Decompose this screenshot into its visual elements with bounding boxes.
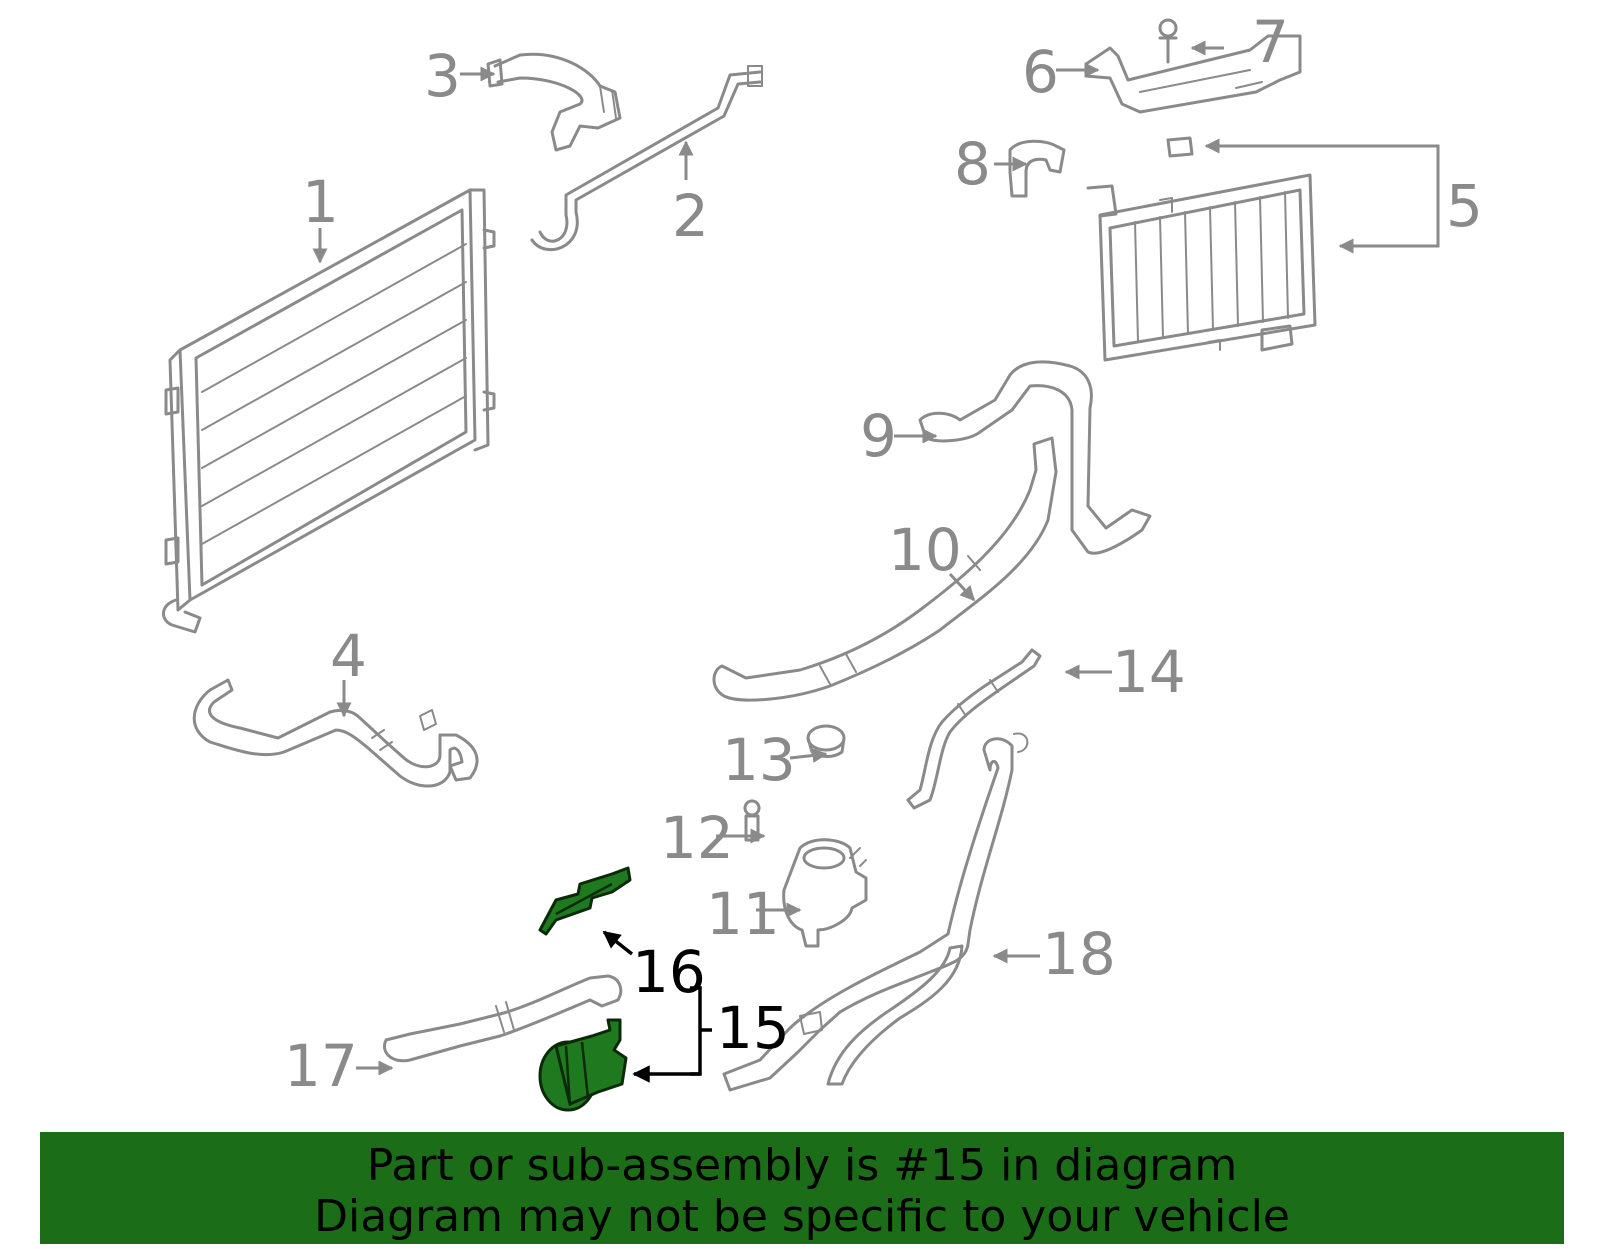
part-10-hose: [712, 436, 1058, 702]
callout-18: 18: [1042, 920, 1116, 988]
notice-line-2: Diagram may not be specific to your vehi…: [314, 1191, 1290, 1242]
callout-16: 16: [632, 938, 706, 1006]
part-8-connector: [1008, 139, 1066, 198]
callout-17: 17: [284, 1032, 358, 1100]
part-1-radiator: [162, 188, 496, 634]
callout-leaders: [312, 40, 1440, 1083]
callout-11: 11: [706, 880, 780, 948]
callout-9: 9: [860, 402, 897, 470]
part-13-cap: [806, 724, 846, 758]
notice-line-1: Part or sub-assembly is #15 in diagram: [366, 1140, 1238, 1191]
callout-7: 7: [1252, 8, 1289, 76]
part-12-bolt: [743, 799, 761, 842]
callout-5: 5: [1446, 172, 1483, 240]
callout-15: 15: [716, 994, 790, 1062]
callout-14: 14: [1112, 638, 1186, 706]
callout-8: 8: [954, 130, 991, 198]
part-5-cooler: [1086, 136, 1317, 362]
part-14-hose: [906, 648, 1042, 810]
part-6-bracket: [1084, 34, 1302, 114]
notice-banner: Part or sub-assembly is #15 in diagram D…: [40, 1132, 1564, 1244]
part-2-tube: [530, 65, 763, 252]
part-11-reservoir: [782, 838, 868, 948]
callout-4: 4: [330, 622, 367, 690]
callout-6: 6: [1022, 38, 1059, 106]
parts-diagram: 1 2 3 4 5 6 7 8 9 10 11 12 13 14 15 16 1…: [162, 8, 1483, 1112]
part-9-hose: [918, 360, 1152, 555]
part-18-hose: [722, 732, 1029, 1092]
part-3-hose: [486, 52, 622, 152]
callout-10: 10: [888, 516, 962, 584]
part-17-hose: [383, 974, 623, 1063]
part-4-hose: [192, 678, 479, 788]
callout-3: 3: [424, 42, 461, 110]
part-7-bolt: [1158, 18, 1178, 64]
callout-12: 12: [660, 804, 734, 872]
callout-1: 1: [302, 168, 339, 236]
callout-13: 13: [722, 726, 796, 794]
part-16-bracket: [538, 866, 632, 936]
part-15-pump: [538, 1018, 628, 1112]
callout-2: 2: [672, 182, 709, 250]
